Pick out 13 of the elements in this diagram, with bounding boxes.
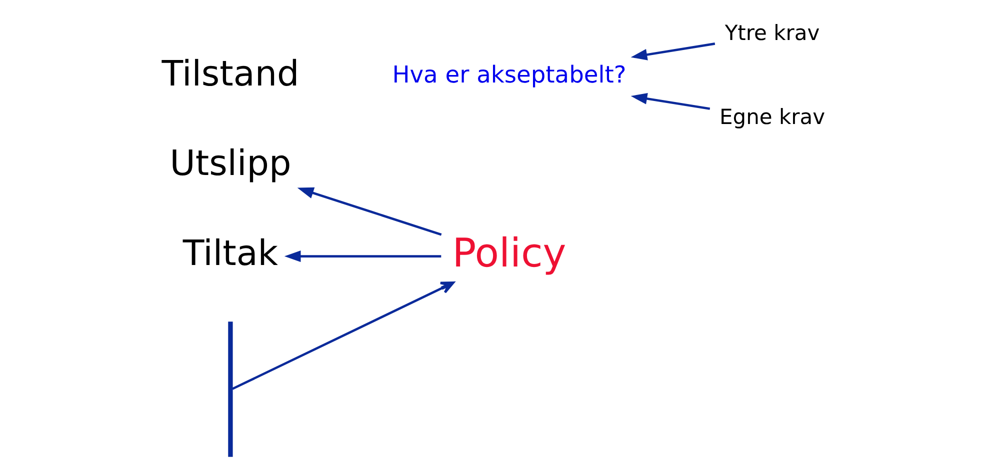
node-text: Egne krav: [719, 104, 825, 128]
arrow: [284, 250, 441, 262]
arrow: [630, 42, 715, 60]
node-text: Tiltak: [182, 234, 278, 274]
node-bar: [228, 321, 232, 456]
arrow: [296, 186, 442, 236]
arrow: [231, 280, 454, 390]
node-text: Hva er akseptabelt?: [392, 60, 626, 88]
node-text: Ytre krav: [724, 20, 820, 44]
arrow: [630, 92, 710, 110]
node-text: Policy: [452, 230, 566, 276]
node-text: Tilstand: [161, 54, 299, 94]
node-text: Utslipp: [169, 144, 291, 184]
